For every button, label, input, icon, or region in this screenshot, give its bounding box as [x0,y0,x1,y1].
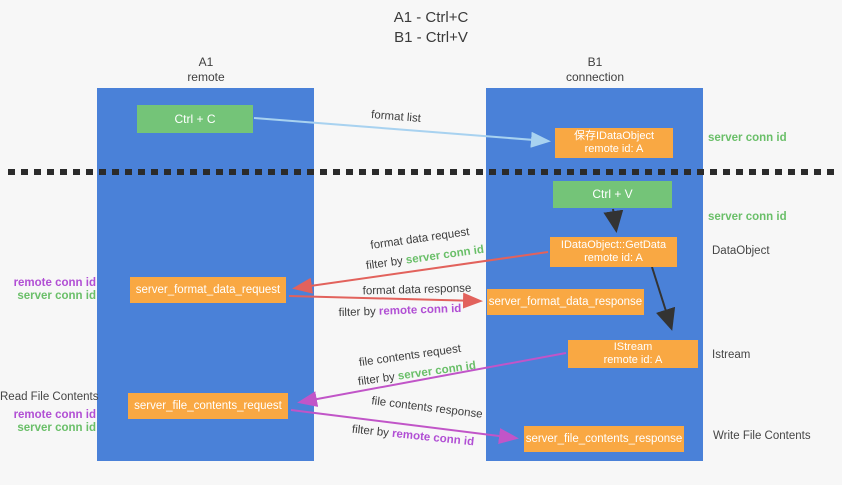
filter-by-text: filter by [351,423,390,440]
node-istream-line1: IStream [613,341,653,353]
remote-conn-id-text: remote conn id [378,302,462,318]
edge-label-filter-remote-1: filter by remote conn id [338,303,461,319]
remote-conn-id-label: remote conn id [13,277,96,289]
annotation-server-conn-id-mid: server conn id [708,211,787,223]
annotation-read-file-contents: Read File Contents [0,391,99,403]
server-conn-id-label: server conn id [17,290,96,302]
lane-b1-title: B1 [587,55,603,69]
node-server-format-data-request: server_format_data_request [130,277,286,303]
node-server-file-contents-request: server_file_contents_request [128,393,288,419]
server-conn-id-text: server conn id [405,243,485,267]
node-format-request-label: server_format_data_request [135,283,281,296]
annotation-write-file-contents: Write File Contents [713,430,811,442]
node-idataobject-getdata: IDataObject::GetData remote id: A [550,237,677,267]
annotation-conn-ids-file: remote conn id server conn id [0,409,96,435]
node-getdata-line2: remote id: A [584,252,643,264]
remote-conn-id-label: remote conn id [13,409,96,421]
edge-label-file-contents-response: file contents response [370,395,484,421]
node-ctrl-c-label: Ctrl + C [174,111,216,126]
node-getdata-line1: IDataObject::GetData [560,239,667,251]
server-conn-id-label: server conn id [17,422,96,434]
dotted-separator [8,169,834,175]
node-file-request-label: server_file_contents_request [134,399,282,412]
node-ctrl-c: Ctrl + C [137,105,253,133]
filter-by-text: filter by [338,305,376,320]
diagram-title: A1 - Ctrl+C B1 - Ctrl+V [350,8,512,48]
lane-b1-header: B1 connection [535,55,655,85]
node-save-dataobject: 保存IDataObject remote id: A [555,128,673,158]
node-save-dataobject-line2: remote id: A [584,143,644,155]
node-file-response-label: server_file_contents_response [525,432,683,445]
node-ctrl-v: Ctrl + V [553,181,672,208]
server-conn-id-text: server conn id [397,359,477,383]
lane-a1-subtitle: remote [187,70,225,84]
lane-a1-title: A1 [198,55,214,69]
edge-label-format-list: format list [370,109,422,125]
node-istream-line2: remote id: A [603,354,663,366]
edge-label-format-data-response: format data response [362,282,472,298]
filter-by-text: filter by [357,371,396,389]
node-server-format-data-response: server_format_data_response [487,289,644,315]
node-istream: IStream remote id: A [568,340,698,368]
node-server-file-contents-response: server_file_contents_response [524,426,684,452]
annotation-conn-ids-format: remote conn id server conn id [0,277,96,303]
annotation-istream: Istream [712,349,751,361]
annotation-server-conn-id-top: server conn id [708,132,787,144]
node-save-dataobject-line1: 保存IDataObject [573,130,655,142]
lane-b1-subtitle: connection [565,70,625,84]
lane-a1-header: A1 remote [146,55,266,85]
remote-conn-id-text: remote conn id [391,427,475,449]
node-format-response-label: server_format_data_response [488,295,643,308]
edge-label-filter-remote-2: filter by remote conn id [351,424,474,449]
filter-by-text: filter by [365,255,404,273]
annotation-dataobject: DataObject [712,245,770,257]
node-ctrl-v-label: Ctrl + V [592,187,633,201]
title-line-2: B1 - Ctrl+V [394,29,468,46]
title-line-1: A1 - Ctrl+C [393,9,469,26]
